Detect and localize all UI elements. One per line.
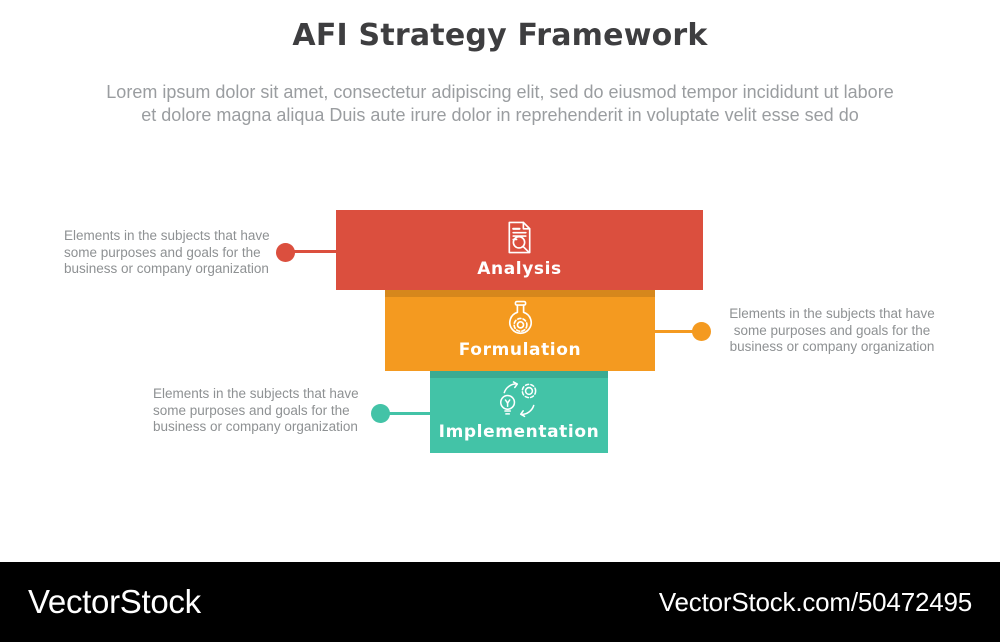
- connector-line-formulation: [655, 330, 702, 333]
- watermark-url: VectorStock.com/50472495: [658, 586, 972, 617]
- subtitle-line-2: et dolore magna aliqua Duis aute irure d…: [141, 105, 859, 125]
- annotation-implementation: Elements in the subjects that have some …: [153, 386, 367, 436]
- annotation-line: business or company organization: [729, 339, 935, 354]
- step-block-analysis: Analysis: [336, 210, 703, 290]
- annotation-line: Elements in the subjects that have: [729, 306, 935, 321]
- connector-line-implementation: [388, 412, 430, 415]
- page-title: AFI Strategy Framework: [292, 18, 708, 53]
- connector-dot-formulation: [692, 322, 711, 341]
- page-subtitle: Lorem ipsum dolor sit amet, consectetur …: [0, 81, 1000, 127]
- step-label-implementation: Implementation: [438, 422, 600, 442]
- step-label-formulation: Formulation: [458, 340, 582, 360]
- annotation-line: Elements in the subjects that have: [153, 386, 359, 401]
- connector-dot-analysis: [276, 243, 295, 262]
- annotation-line: Elements in the subjects that have: [64, 228, 270, 243]
- connector-dot-implementation: [371, 404, 390, 423]
- annotation-line: business or company organization: [153, 419, 358, 434]
- annotation-line: some purposes and goals for the: [733, 322, 931, 338]
- subtitle-line-1: Lorem ipsum dolor sit amet, consectetur …: [106, 82, 894, 102]
- document-search-icon: [503, 220, 536, 255]
- annotation-formulation: Elements in the subjects that have some …: [714, 306, 950, 356]
- annotation-line: business or company organization: [64, 261, 269, 276]
- step-block-implementation: Implementation: [430, 371, 608, 453]
- vectorstock-logo: VectorStock: [28, 583, 201, 620]
- connector-line-analysis: [285, 250, 336, 253]
- idea-process-icon: [497, 381, 541, 419]
- annotation-analysis: Elements in the subjects that have some …: [64, 228, 278, 278]
- annotation-line: some purposes and goals for the: [153, 402, 350, 418]
- annotation-line: some purposes and goals for the: [64, 244, 261, 260]
- flask-gear-icon: [504, 300, 537, 341]
- watermark-bar: VectorStock VectorStock.com/50472495: [0, 562, 1000, 642]
- step-label-analysis: Analysis: [477, 259, 562, 279]
- step-block-formulation: Formulation: [385, 290, 655, 371]
